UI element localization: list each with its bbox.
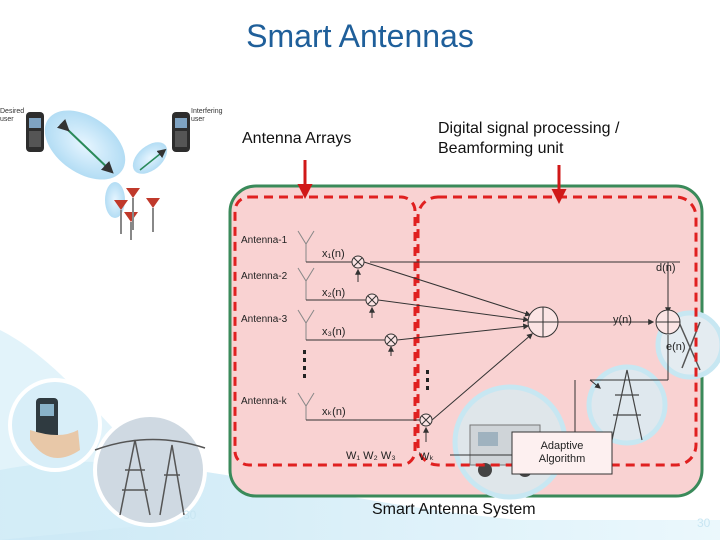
antenna-arrays-label: Antenna Arrays [242, 130, 352, 147]
x1-label: x₁(n) [322, 248, 345, 260]
adaptive-algorithm-line2: Algorithm [538, 453, 586, 465]
antenna-1-label: Antenna-1 [241, 235, 288, 246]
smart-antenna-system-label: Smart Antenna System [372, 501, 536, 518]
beamforming-label-line2: Beamforming unit [438, 140, 564, 157]
adaptive-algorithm-box [511, 431, 613, 475]
desired-user-label: Desired user [0, 108, 25, 123]
adaptive-algorithm-label: Adaptive Algorithm [512, 440, 612, 466]
beamforming-label: Digital signal processing / Beamforming … [438, 119, 619, 159]
summing-nodes [527, 306, 681, 338]
page-number-left: 30 [183, 508, 197, 522]
signal-lines [306, 261, 680, 456]
slide-title: Smart Antennas [246, 18, 474, 54]
x2-label: x₂(n) [322, 287, 346, 299]
beamforming-label-line1: Digital signal processing / [438, 120, 620, 137]
interfering-user-label: Interfering user [191, 108, 223, 123]
page-number-right: 30 [697, 516, 711, 530]
d-label: d(n) [656, 262, 676, 274]
ellipsis-dots [303, 350, 429, 390]
antenna-2-label: Antenna-2 [241, 271, 288, 282]
antenna-array-dashed-region [233, 195, 417, 467]
multiplier-nodes [351, 255, 433, 427]
antenna-3-label: Antenna-3 [241, 314, 288, 325]
y-label: y(n) [613, 314, 632, 326]
x3-label: x₃(n) [322, 326, 346, 338]
phone-photo-circle [8, 378, 102, 472]
desired-user-phone-icon [26, 112, 44, 152]
pylon-photo-circle-right [586, 364, 668, 446]
interfering-user-phone-icon [172, 112, 190, 152]
xk-label: xₖ(n) [322, 406, 346, 418]
adaptive-algorithm-line1: Adaptive [540, 440, 584, 452]
antenna-symbols [297, 230, 315, 420]
beam-pattern-illustration [44, 110, 168, 240]
pylon-photo-circle [93, 413, 207, 527]
e-label: e(n) [666, 341, 686, 353]
weight-k-label: Wₖ [419, 451, 435, 463]
antenna-k-label: Antenna-k [241, 396, 287, 407]
weights-label: W₁ W₂ W₃ [346, 450, 396, 462]
